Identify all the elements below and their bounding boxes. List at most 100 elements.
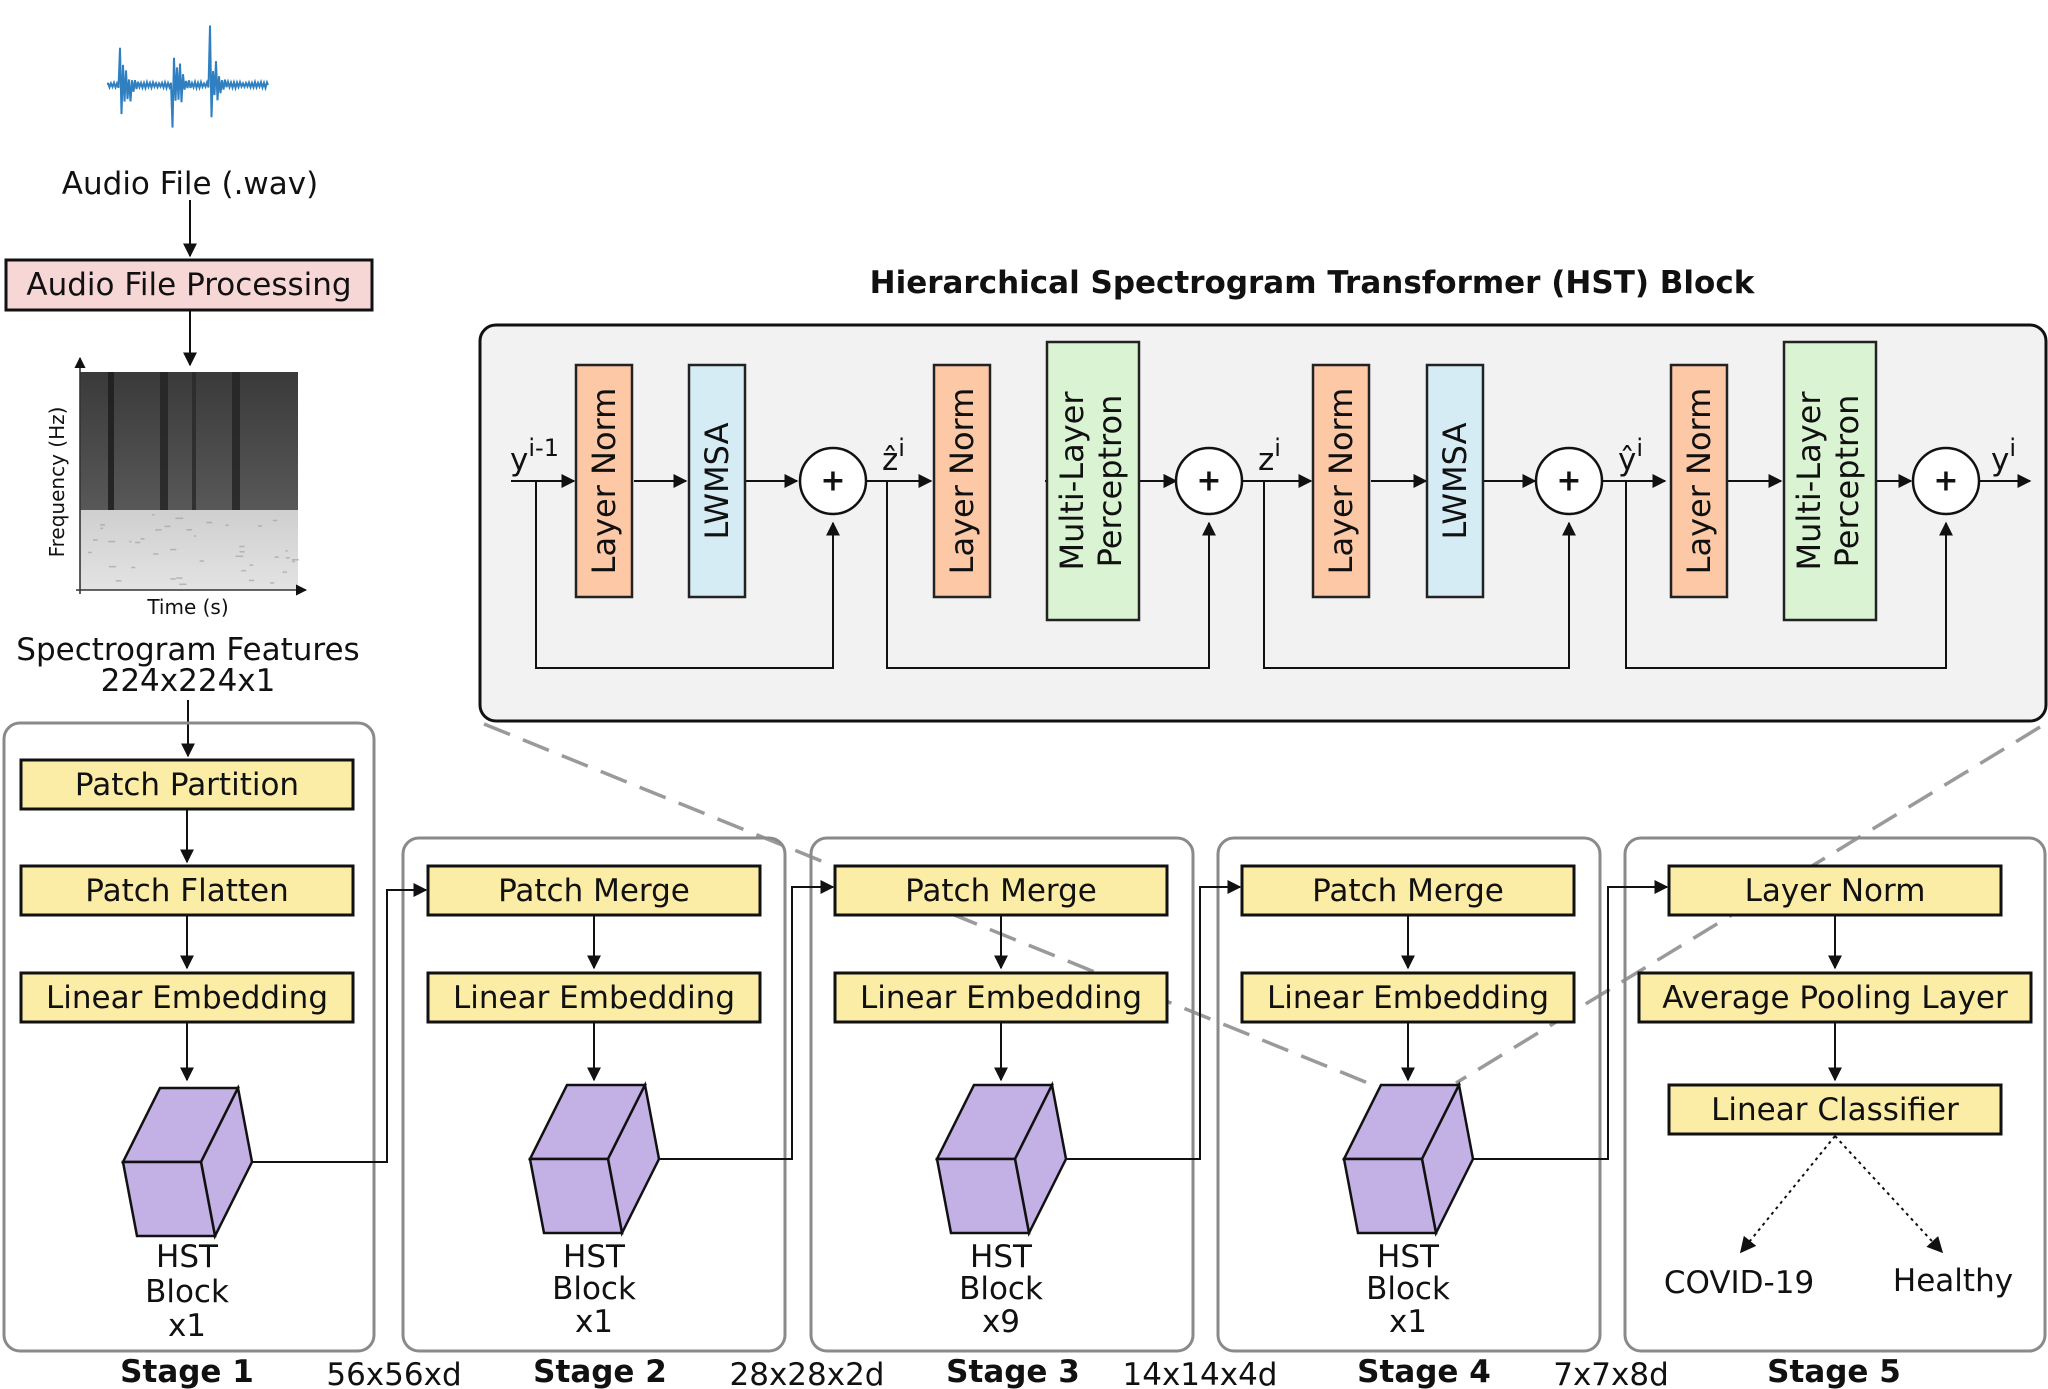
spectrogram-texture: [225, 524, 229, 526]
spectrogram-texture: [285, 550, 288, 552]
stage-2-hst-label-1: HST: [563, 1239, 626, 1275]
audio-processing-box: [4, 258, 374, 312]
connector-stage4-to-stage5: [1473, 880, 1669, 1160]
spectrogram-texture: [258, 525, 263, 527]
spectrogram-texture: [170, 578, 176, 580]
stage-3-hst-label-2: Block: [959, 1271, 1043, 1307]
stage-1-linear-embedding-label: Linear Embedding: [46, 980, 328, 1016]
hst-block-title: Hierarchical Spectrogram Transformer (HS…: [870, 265, 1756, 301]
hst-lwmsa-2-label: LWMSA: [1436, 422, 1474, 539]
spectrogram-texture: [285, 557, 290, 559]
spectrogram-texture: [140, 538, 145, 540]
spectrogram-texture: [239, 551, 245, 553]
stage-4-linear-embedding-label: Linear Embedding: [1267, 980, 1549, 1016]
stage-1-frame: [2, 721, 376, 1353]
stage-3-output-dims: 14x14x4d: [1123, 1357, 1278, 1389]
spectrogram-band-1: [160, 372, 168, 510]
spectrogram-texture: [92, 539, 98, 541]
spectrogram-features-dims: 224x224x1: [101, 663, 276, 699]
spectrogram-texture: [248, 579, 255, 582]
arrow-to-covid: [1739, 1135, 1836, 1254]
spectrogram-texture: [115, 580, 122, 582]
output-covid-label: COVID-19: [1664, 1265, 1814, 1301]
hst-layer-norm-1: [574, 363, 634, 599]
spectrogram-texture: [199, 560, 204, 562]
spectrogram-texture: [270, 582, 275, 584]
stage-4-patch-merge-box: [1240, 864, 1576, 917]
stage-5-average-pooling-label: Average Pooling Layer: [1662, 980, 2008, 1016]
hst-adder-4-symbol: +: [1933, 464, 1958, 499]
waveform-trace: [107, 25, 269, 128]
stage-1-hst-cube-icon: [120, 1084, 254, 1240]
spectrogram-band-2: [232, 372, 240, 510]
stage-1-output-dims: 56x56xd: [326, 1357, 461, 1389]
spectrogram-texture: [176, 577, 183, 579]
hst-input-variable: yi-1: [510, 434, 559, 478]
spectrogram-texture: [241, 569, 247, 572]
stage-4-output-dims: 7x7x8d: [1553, 1357, 1669, 1389]
stage-5-average-pooling-box: [1637, 971, 2033, 1024]
connector-stage2-to-stage3: [659, 880, 835, 1160]
spectrogram-band-0: [108, 372, 114, 510]
cube-face-2: [935, 1157, 1031, 1235]
stage-2-hst-cube-icon: [527, 1081, 661, 1237]
spectrogram-texture: [291, 559, 299, 561]
stage-2-hst-label-3: x1: [575, 1304, 613, 1340]
stage-2-linear-embedding-label: Linear Embedding: [453, 980, 735, 1016]
stage-4-patch-merge-label: Patch Merge: [1312, 873, 1504, 909]
stage-2-output-dims: 28x28x2d: [730, 1357, 885, 1389]
stage-5-frame: [1623, 836, 2047, 1353]
hst-adder-4: +: [1911, 446, 1981, 516]
hst-lwmsa-1-label: LWMSA: [698, 422, 736, 539]
hst-layer-norm-2: [932, 363, 992, 599]
spectrogram-texture: [249, 564, 254, 566]
hst-mlp-1-label-line1: Multi-Layer: [1053, 391, 1091, 571]
stage-1-patch-flatten-box: [19, 864, 355, 917]
stage-1-hst-label-2: Block: [145, 1274, 229, 1310]
stage-2-frame: [401, 836, 787, 1353]
spectrogram-texture: [239, 545, 245, 548]
spectrogram-texture: [179, 583, 187, 586]
stage-3-label: Stage 3: [946, 1354, 1080, 1389]
spectrogram-texture: [100, 524, 105, 526]
spectrogram-texture: [282, 571, 288, 573]
spectrogram-texture: [170, 548, 177, 551]
spectrogram-texture: [175, 517, 184, 520]
cube-face-2: [121, 1160, 217, 1238]
hst-layer-norm-2-label: Layer Norm: [943, 388, 981, 575]
hst-adder-2-symbol: +: [1196, 464, 1221, 499]
spectrogram-texture: [153, 553, 159, 555]
stage-1-hst-label-1: HST: [156, 1239, 219, 1275]
hst-adder-1-symbol: +: [820, 464, 845, 499]
stage-1-linear-embedding-box: [19, 971, 355, 1024]
spectrogram-texture: [129, 540, 132, 543]
stage-4-linear-embedding-box: [1240, 971, 1576, 1024]
hst-layer-norm-4-label: Layer Norm: [1680, 388, 1718, 575]
spectrogram-texture: [272, 519, 278, 522]
stage-5-label: Stage 5: [1767, 1354, 1901, 1389]
stage-3-linear-embedding-label: Linear Embedding: [860, 980, 1142, 1016]
stage-1-patch-partition-label: Patch Partition: [75, 767, 299, 803]
hst-output-variable: yi: [1991, 434, 2016, 478]
hst-adder-1: +: [798, 446, 868, 516]
stage-1-patch-partition-box: [19, 758, 355, 811]
output-healthy-label: Healthy: [1893, 1263, 2013, 1299]
spectrogram-texture: [291, 560, 295, 563]
spectrogram-y-label: Frequency (Hz): [45, 407, 69, 558]
connector-stage1-to-stage2: [252, 883, 428, 1163]
hst-mlp-1: [1045, 340, 1141, 622]
stage-4-hst-label-1: HST: [1377, 1239, 1440, 1275]
stage-2-hst-label-2: Block: [552, 1271, 636, 1307]
hst-layer-norm-3: [1311, 363, 1371, 599]
hst-z-variable: zi: [1258, 434, 1281, 478]
connector-stage3-to-stage4: [1066, 880, 1242, 1160]
spectrogram-image: [80, 372, 299, 590]
spectrogram-x-label: Time (s): [146, 595, 228, 619]
stage-4-hst-label-2: Block: [1366, 1271, 1450, 1307]
cube-face-2: [1342, 1157, 1438, 1235]
spectrogram-texture: [193, 535, 197, 537]
stage-3-patch-merge-box: [833, 864, 1169, 917]
spectrogram-band-3: [192, 372, 196, 510]
stage-4-label: Stage 4: [1357, 1354, 1491, 1389]
stage-2-patch-merge-label: Patch Merge: [498, 873, 690, 909]
